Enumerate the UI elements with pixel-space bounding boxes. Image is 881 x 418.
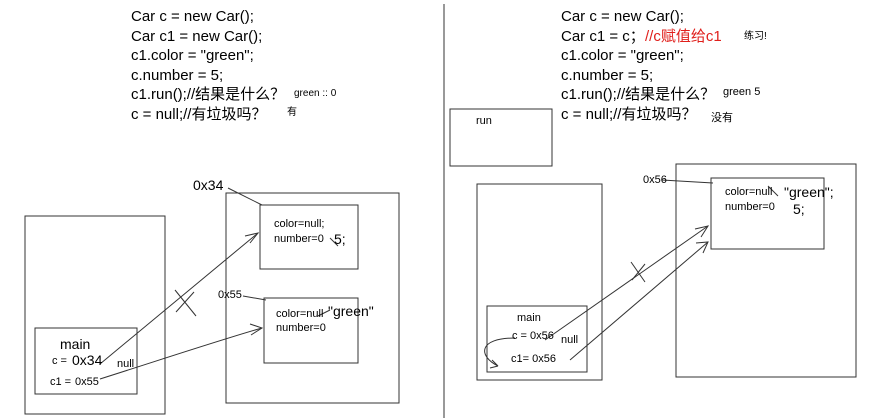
left-strike-null <box>317 309 331 317</box>
left-obj1-number-new: 5; <box>334 231 346 247</box>
left-code-line-6: c = null;//有垃圾吗？ <box>131 106 267 123</box>
left-obj1-color: color=null; <box>274 218 325 230</box>
left-answer-run: green :: 0 <box>294 88 337 99</box>
right-code-line-4: c.number = 5; <box>561 67 654 84</box>
left-arrow-head-2 <box>249 323 264 336</box>
right-strike-null <box>767 185 779 197</box>
left-obj1-number: number=0 <box>274 233 324 245</box>
left-arrow-c-to-obj1 <box>99 232 259 365</box>
left-object-2 <box>263 297 359 364</box>
right-addr-line <box>661 179 714 184</box>
right-cross-b <box>631 263 646 281</box>
left-stack-box <box>24 215 166 415</box>
left-code-line-5: c1.run();//结果是什么？ <box>131 86 286 103</box>
left-code-line-1: Car c = new Car(); <box>131 8 254 25</box>
left-code-line-3: c1.color = "green"; <box>131 47 254 64</box>
right-run-box <box>449 108 553 167</box>
left-main-frame <box>34 327 138 395</box>
left-null-label: null <box>117 358 135 370</box>
right-code-line-3: c1.color = "green"; <box>561 47 684 64</box>
right-main-label: main <box>517 312 541 324</box>
left-obj2-color-new: "green" <box>328 303 374 319</box>
left-var-c1: c1 = <box>50 376 72 388</box>
left-addr-0x55: 0x55 <box>218 289 242 301</box>
right-assign-loop <box>484 337 516 369</box>
right-code-line-5: c1.run();//结果是什么？ <box>561 86 716 103</box>
left-answer-garbage: 有 <box>287 107 297 118</box>
right-code-comment: //c赋值给c1 <box>645 28 722 45</box>
left-strike-0 <box>329 237 339 247</box>
left-main-label: main <box>60 336 91 352</box>
right-answer-garbage: 没有 <box>711 112 733 124</box>
right-obj-number: number=0 <box>725 201 775 213</box>
left-code-line-2: Car c1 = new Car(); <box>131 28 263 45</box>
left-object-1 <box>259 204 359 270</box>
right-answer-run: green 5 <box>723 86 761 98</box>
right-stack-box <box>476 183 603 381</box>
right-addr-0x56: 0x56 <box>643 174 667 186</box>
right-arrow-head-2 <box>695 241 709 254</box>
right-code-line-2: Car c1 = c； <box>561 28 645 45</box>
right-code-line-6: c = null;//有垃圾吗？ <box>561 106 697 123</box>
right-null-label: null <box>561 334 579 346</box>
left-obj2-color: color=null <box>276 308 324 320</box>
left-code-line-4: c.number = 5; <box>131 67 224 84</box>
left-var-c1-value: 0x55 <box>75 376 99 388</box>
left-obj2-number: number=0 <box>276 322 326 334</box>
left-arrow-head-1 <box>244 232 260 244</box>
right-main-frame <box>486 305 588 373</box>
right-var-c: c = 0x56 <box>512 330 554 342</box>
right-run-box-label: run <box>476 115 492 127</box>
left-addr-0x34: 0x34 <box>193 177 224 193</box>
right-arrow-c-to-obj <box>544 225 709 341</box>
right-arrow-c1-to-obj <box>569 241 709 361</box>
right-practice-note: 练习! <box>744 31 767 42</box>
left-cross-b <box>175 291 195 313</box>
right-object <box>710 177 825 250</box>
left-addr-0x34-line <box>227 187 263 206</box>
right-obj-number-new: 5; <box>793 201 805 217</box>
left-var-c: c = <box>52 355 67 367</box>
right-arrow-head-1 <box>694 225 710 238</box>
left-cross-a <box>174 289 197 317</box>
left-arrow-c1-to-obj2 <box>99 327 263 380</box>
right-var-c1: c1= 0x56 <box>511 353 556 365</box>
right-obj-color: color=null <box>725 186 773 198</box>
left-var-c-value: 0x34 <box>72 352 103 368</box>
left-addr-0x55-line <box>242 295 267 301</box>
right-heap-box <box>675 163 857 378</box>
right-obj-color-new: "green"; <box>784 184 834 200</box>
left-heap-box <box>225 192 400 404</box>
right-code-line-1: Car c = new Car(); <box>561 8 684 25</box>
